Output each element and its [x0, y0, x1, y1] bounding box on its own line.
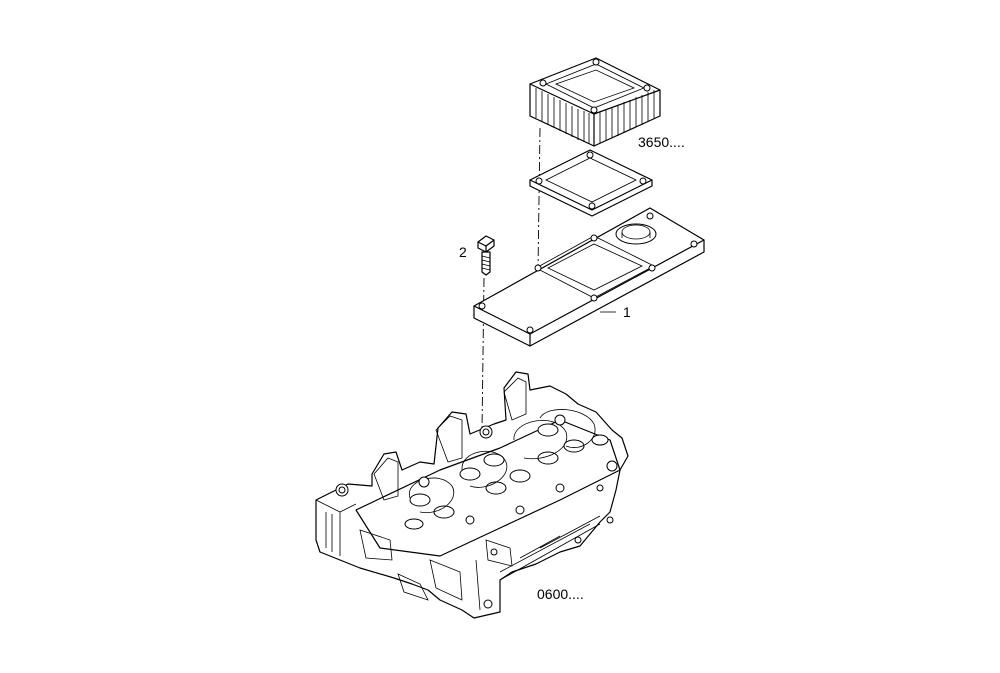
cylinder-head	[315, 371, 629, 619]
gasket	[529, 149, 653, 217]
flange-bolt	[477, 235, 495, 276]
callout-part-2: 2	[459, 244, 467, 260]
cover-plate	[473, 207, 705, 347]
callout-part-1: 1	[623, 304, 631, 320]
callout-group-0600: 0600....	[537, 586, 584, 602]
finned-housing	[529, 57, 661, 147]
callout-group-3650: 3650....	[638, 134, 685, 150]
